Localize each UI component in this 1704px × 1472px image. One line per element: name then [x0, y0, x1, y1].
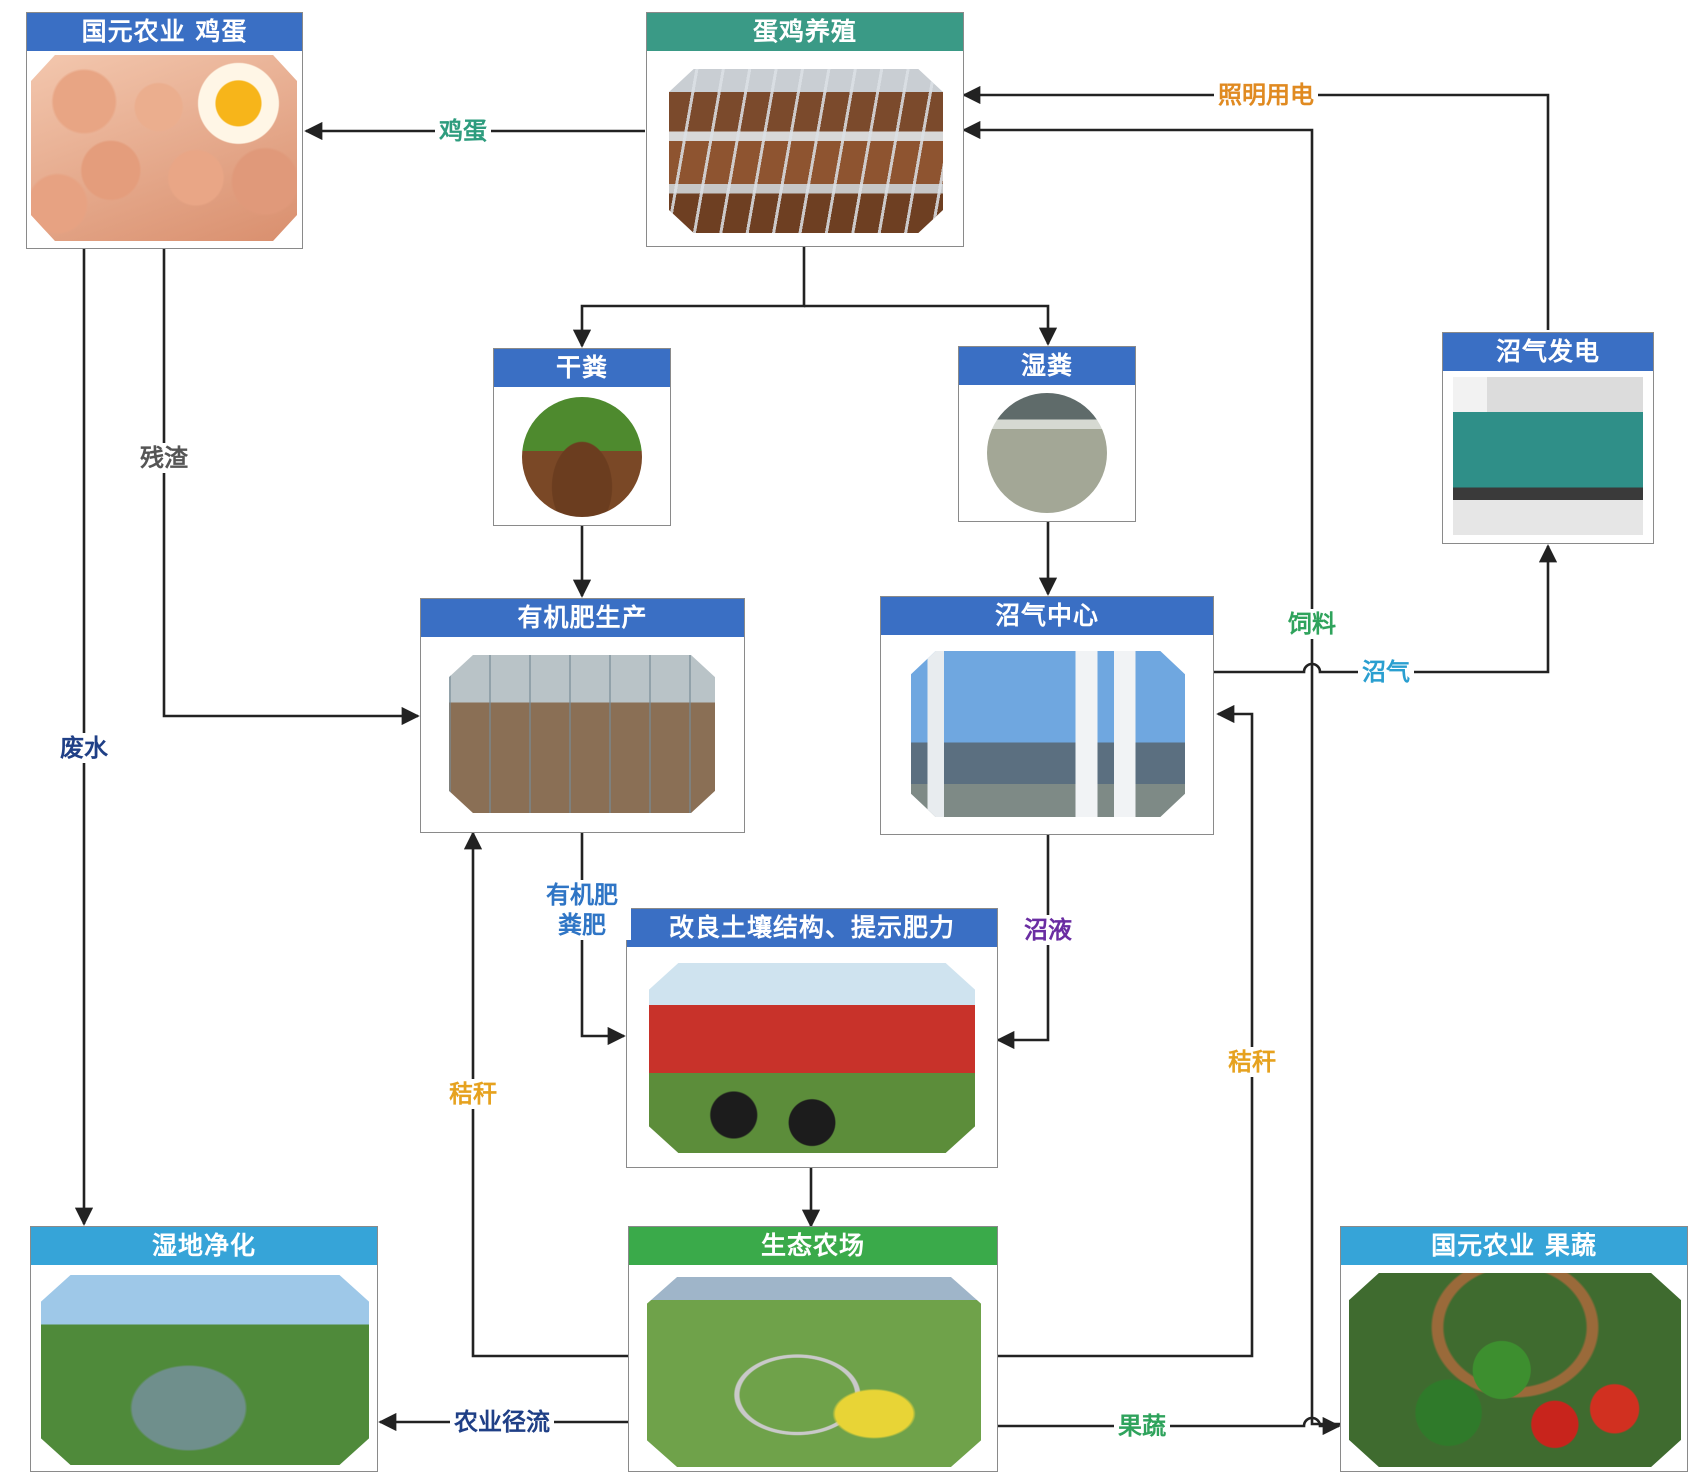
- node-biogas-center-title: 沼气中心: [881, 597, 1213, 635]
- fertilizer-shed-photo-icon: [449, 655, 715, 813]
- node-fertilizer: 有机肥生产: [420, 598, 745, 833]
- node-dry-manure-title: 干粪: [494, 349, 670, 387]
- node-wetland: 湿地净化: [30, 1226, 378, 1472]
- arrow-biogas-center-to-power: [1214, 544, 1558, 674]
- wet-manure-photo-icon: [987, 393, 1107, 513]
- node-biogas-power-title: 沼气发电: [1443, 333, 1653, 371]
- laying-hens-photo-icon: [669, 69, 943, 233]
- wetland-photo-icon: [41, 1275, 369, 1465]
- node-wet-manure: 湿粪: [958, 346, 1136, 522]
- node-biogas-power: 沼气发电: [1442, 332, 1654, 544]
- label-wastewater: 废水: [56, 733, 112, 763]
- node-dry-manure: 干粪: [493, 348, 671, 526]
- label-biogas: 沼气: [1358, 657, 1414, 687]
- node-produce-title: 国元农业 果蔬: [1341, 1227, 1687, 1265]
- arrow-power-to-hens: [962, 85, 1550, 330]
- eggs-photo-icon: [31, 55, 297, 241]
- farm-aerial-photo-icon: [647, 1277, 981, 1467]
- arrow-biogas-center-to-soil: [996, 835, 1050, 1050]
- node-eggs: 国元农业 鸡蛋: [26, 12, 303, 249]
- label-lighting: 照明用电: [1214, 80, 1318, 110]
- node-fertilizer-title: 有机肥生产: [421, 599, 744, 637]
- node-wet-manure-title: 湿粪: [959, 347, 1135, 385]
- node-soil: 改良土壤结构、提示肥力: [626, 908, 998, 1168]
- node-produce: 国元农业 果蔬: [1340, 1226, 1688, 1472]
- label-residue: 残渣: [136, 443, 192, 473]
- node-hens-title: 蛋鸡养殖: [647, 13, 963, 51]
- arrow-farm-to-produce: [998, 1416, 1341, 1436]
- arrow-farm-straw-to-fertilizer: [463, 831, 628, 1358]
- label-straw-left: 秸秆: [445, 1079, 501, 1109]
- label-produce: 果蔬: [1114, 1411, 1170, 1441]
- node-hens: 蛋鸡养殖: [646, 12, 964, 247]
- node-biogas-center: 沼气中心: [880, 596, 1214, 835]
- dry-manure-photo-icon: [522, 397, 642, 517]
- node-eco-farm-title: 生态农场: [629, 1227, 997, 1265]
- label-straw-right: 秸秆: [1224, 1047, 1280, 1077]
- label-biogas-slurry: 沼液: [1020, 915, 1076, 945]
- label-organic-fertilizer: 有机肥 粪肥: [533, 880, 631, 940]
- vegetable-basket-photo-icon: [1349, 1273, 1681, 1467]
- arrow-eggs-residue-to-fertilizer: [162, 249, 420, 726]
- label-eggs: 鸡蛋: [435, 116, 491, 146]
- arrow-farm-straw-to-biogas-center: [998, 704, 1254, 1358]
- label-feed: 饲料: [1284, 609, 1340, 639]
- label-runoff: 农业径流: [450, 1407, 554, 1437]
- node-eco-farm: 生态农场: [628, 1226, 998, 1472]
- node-eggs-title: 国元农业 鸡蛋: [27, 13, 302, 51]
- tractors-photo-icon: [649, 963, 975, 1153]
- biogas-plant-photo-icon: [911, 651, 1185, 817]
- arrow-hens-to-dry-manure: [572, 247, 806, 348]
- generator-photo-icon: [1453, 377, 1643, 535]
- node-soil-title: 改良土壤结构、提示肥力: [627, 909, 997, 947]
- arrow-hens-to-wet-manure: [804, 304, 1058, 346]
- node-wetland-title: 湿地净化: [31, 1227, 377, 1265]
